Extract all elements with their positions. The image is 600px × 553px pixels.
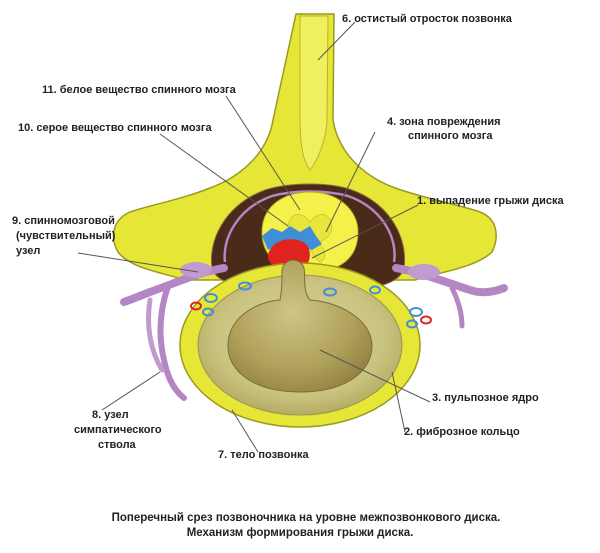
label-vertebral-body: 7. тело позвонка bbox=[218, 449, 310, 461]
label-fibrous-ring: 2. фиброзное кольцо bbox=[404, 426, 520, 438]
label-herniation: 1. выпадение грыжи диска bbox=[417, 195, 565, 207]
caption-line-2: Механизм формирования грыжи диска. bbox=[187, 527, 414, 539]
caption-line-1: Поперечный срез позвоночника на уровне м… bbox=[112, 512, 501, 524]
nucleus-pulposus bbox=[227, 259, 373, 393]
label-spinal-ganglion-2: (чувствительный) bbox=[16, 230, 116, 242]
vessels bbox=[190, 281, 432, 329]
spinal-nerve-right bbox=[392, 264, 508, 329]
spinal-nerve-left bbox=[120, 262, 228, 401]
label-spinous-process: 6. остистый отросток позвонка bbox=[342, 13, 513, 25]
herniation-red bbox=[267, 239, 310, 266]
label-gray-matter: 10. серое вещество спинного мозга bbox=[18, 122, 212, 134]
label-injury-zone-2: спинного мозга bbox=[408, 130, 493, 142]
spinous-process bbox=[299, 15, 329, 171]
label-sympathetic-ganglion-2: симпатического bbox=[74, 424, 162, 436]
leader-lines bbox=[77, 21, 431, 453]
label-spinal-ganglion-1: 9. спинномозговой bbox=[12, 215, 115, 227]
label-sympathetic-ganglion-1: 8. узел bbox=[92, 409, 129, 421]
label-sympathetic-ganglion-3: ствола bbox=[98, 439, 137, 451]
label-spinal-ganglion-3: узел bbox=[16, 245, 40, 257]
label-injury-zone-1: 4. зона повреждения bbox=[387, 116, 501, 128]
label-nucleus-pulposus: 3. пульпозное ядро bbox=[432, 392, 539, 404]
label-white-matter: 11. белое вещество спинного мозга bbox=[42, 84, 237, 96]
